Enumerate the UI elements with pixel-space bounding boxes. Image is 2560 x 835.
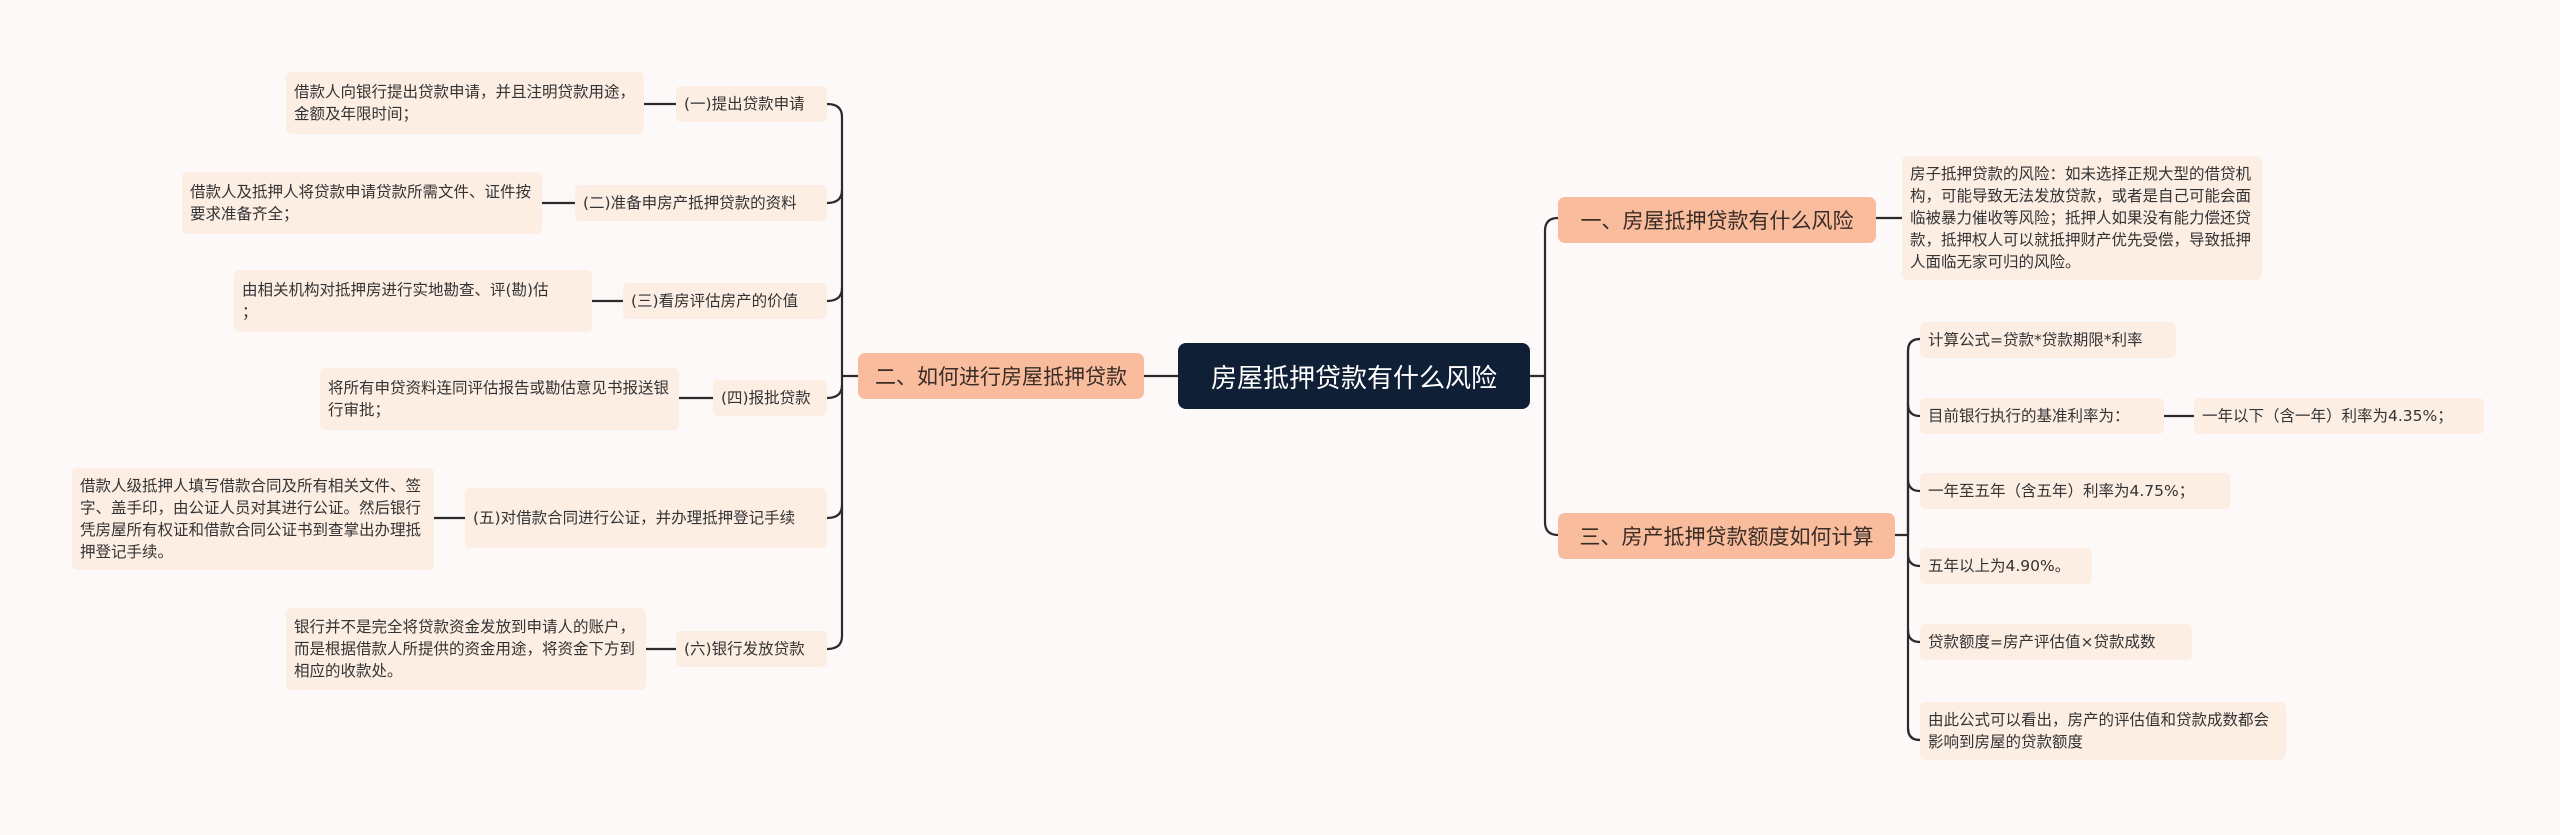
rate-one-to-five-years[interactable]: 一年至五年（含五年）利率为4.75%； [1920, 473, 2230, 509]
root-topic[interactable]: 房屋抵押贷款有什么风险 [1178, 343, 1530, 409]
step-5-detail[interactable]: 借款人级抵押人填写借款合同及所有相关文件、签字、盖手印，由公证人员对其进行公证。… [72, 468, 434, 570]
branch-risk[interactable]: 一、房屋抵押贷款有什么风险 [1558, 197, 1876, 243]
rate-over-five-years[interactable]: 五年以上为4.90%。 [1920, 548, 2092, 584]
amount-conclusion[interactable]: 由此公式可以看出，房产的评估值和贷款成数都会影响到房屋的贷款额度 [1920, 702, 2286, 760]
amount-formula[interactable]: 计算公式=贷款*贷款期限*利率 [1920, 322, 2176, 358]
connector-r2-spine [1906, 337, 1922, 742]
step-3-label[interactable]: (三)看房评估房产的价值 [623, 283, 827, 319]
branch-process[interactable]: 二、如何进行房屋抵押贷款 [858, 353, 1144, 399]
branch-amount[interactable]: 三、房产抵押贷款额度如何计算 [1558, 513, 1895, 559]
step-5-label[interactable]: (五)对借款合同进行公证，并办理抵押登记手续 [465, 488, 827, 548]
step-4-detail[interactable]: 将所有申贷资料连同评估报告或勘估意见书报送银行审批； [320, 368, 679, 430]
loan-amount-formula[interactable]: 贷款额度=房产评估值×贷款成数 [1920, 624, 2192, 660]
connector-r2-top [1906, 337, 1922, 537]
risk-detail[interactable]: 房子抵押贷款的风险：如未选择正规大型的借贷机构，可能导致无法发放贷款，或者是自己… [1902, 156, 2262, 280]
connector-right-trunk [1543, 216, 1560, 537]
step-6-detail[interactable]: 银行并不是完全将贷款资金发放到申请人的账户，而是根据借款人所提供的资金用途，将资… [286, 608, 646, 690]
rate-under-one-year[interactable]: 一年以下（含一年）利率为4.35%； [2194, 398, 2484, 434]
base-rate-label[interactable]: 目前银行执行的基准利率为： [1920, 398, 2164, 434]
step-1-label[interactable]: (一)提出贷款申请 [676, 86, 827, 122]
step-2-label[interactable]: (二)准备申房产抵押贷款的资料 [575, 185, 827, 221]
step-6-label[interactable]: (六)银行发放贷款 [676, 631, 827, 667]
step-1-detail[interactable]: 借款人向银行提出贷款申请，并且注明贷款用途，金额及年限时间； [286, 72, 644, 134]
step-4-label[interactable]: (四)报批贷款 [713, 380, 827, 416]
connector-left-spine [825, 102, 844, 651]
step-3-detail[interactable]: 由相关机构对抵押房进行实地勘查、评(勘)估 ； [234, 270, 592, 332]
step-2-detail[interactable]: 借款人及抵押人将贷款申请贷款所需文件、证件按要求准备齐全； [182, 172, 542, 234]
